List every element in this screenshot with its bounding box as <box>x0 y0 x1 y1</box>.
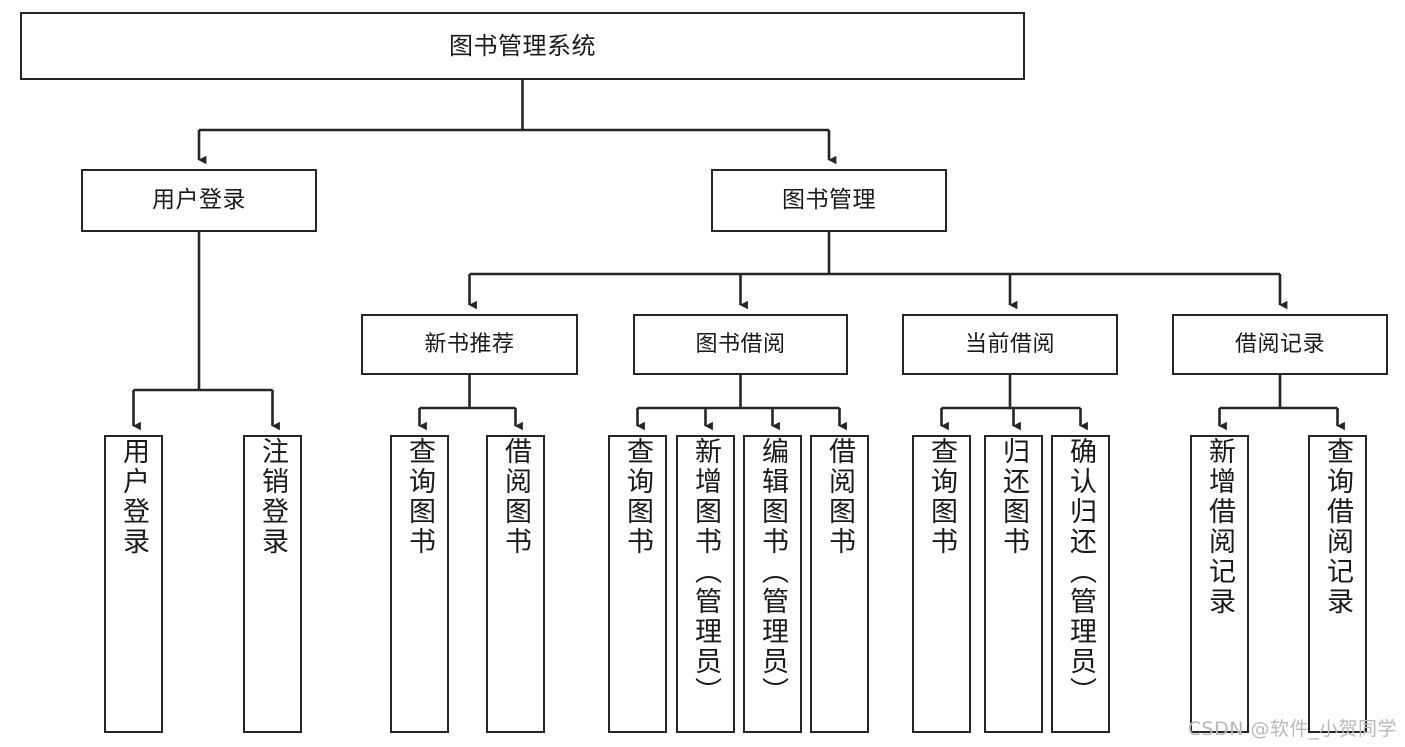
node-leaf-query-record[interactable]: 查询借阅记录 <box>1308 435 1367 733</box>
node-leaf-borrow-book-1[interactable]: 借阅图书 <box>486 435 545 733</box>
node-label: 确认归还（管理员） <box>1065 437 1096 707</box>
node-label: 新增图书（管理员） <box>690 437 721 707</box>
node-leaf-query-book-2[interactable]: 查询图书 <box>608 435 667 733</box>
node-leaf-edit-book[interactable]: 编辑图书（管理员） <box>743 435 802 733</box>
node-label: 用户登录 <box>118 437 149 557</box>
node-leaf-add-book[interactable]: 新增图书（管理员） <box>676 435 735 733</box>
node-label: 新书推荐 <box>424 331 515 357</box>
node-root[interactable]: 图书管理系统 <box>20 12 1025 80</box>
node-leaf-borrow-book-2[interactable]: 借阅图书 <box>810 435 869 733</box>
edge-group <box>132 80 1345 431</box>
node-label: 当前借阅 <box>964 331 1055 357</box>
node-label: 图书借阅 <box>695 331 786 357</box>
node-leaf-user-login[interactable]: 用户登录 <box>104 435 163 733</box>
node-label: 借阅记录 <box>1234 331 1325 357</box>
node-label: 新增借阅记录 <box>1204 437 1235 617</box>
node-leaf-return-book[interactable]: 归还图书 <box>984 435 1043 733</box>
node-label: 查询借阅记录 <box>1322 437 1353 617</box>
node-label: 查询图书 <box>404 437 435 557</box>
node-label: 图书管理 <box>782 186 876 213</box>
node-label: 查询图书 <box>622 437 653 557</box>
node-label: 借阅图书 <box>824 437 855 557</box>
node-leaf-query-book-3[interactable]: 查询图书 <box>912 435 971 733</box>
node-leaf-confirm-return[interactable]: 确认归还（管理员） <box>1051 435 1110 733</box>
node-leaf-logout[interactable]: 注销登录 <box>243 435 302 733</box>
node-label: 用户登录 <box>152 186 246 213</box>
node-leaf-add-record[interactable]: 新增借阅记录 <box>1190 435 1249 733</box>
node-label: 编辑图书（管理员） <box>757 437 788 707</box>
node-new-book-rec[interactable]: 新书推荐 <box>361 314 578 375</box>
node-label: 借阅图书 <box>500 437 531 557</box>
node-label: 图书管理系统 <box>449 31 596 60</box>
node-book-borrow[interactable]: 图书借阅 <box>633 314 848 375</box>
node-user-login[interactable]: 用户登录 <box>81 169 317 232</box>
node-label: 归还图书 <box>998 437 1029 557</box>
node-borrow-record[interactable]: 借阅记录 <box>1172 314 1388 375</box>
node-label: 注销登录 <box>257 437 288 557</box>
node-current-borrow[interactable]: 当前借阅 <box>902 314 1118 375</box>
node-book-manage[interactable]: 图书管理 <box>711 169 947 232</box>
node-leaf-query-book-1[interactable]: 查询图书 <box>390 435 449 733</box>
node-label: 查询图书 <box>926 437 957 557</box>
